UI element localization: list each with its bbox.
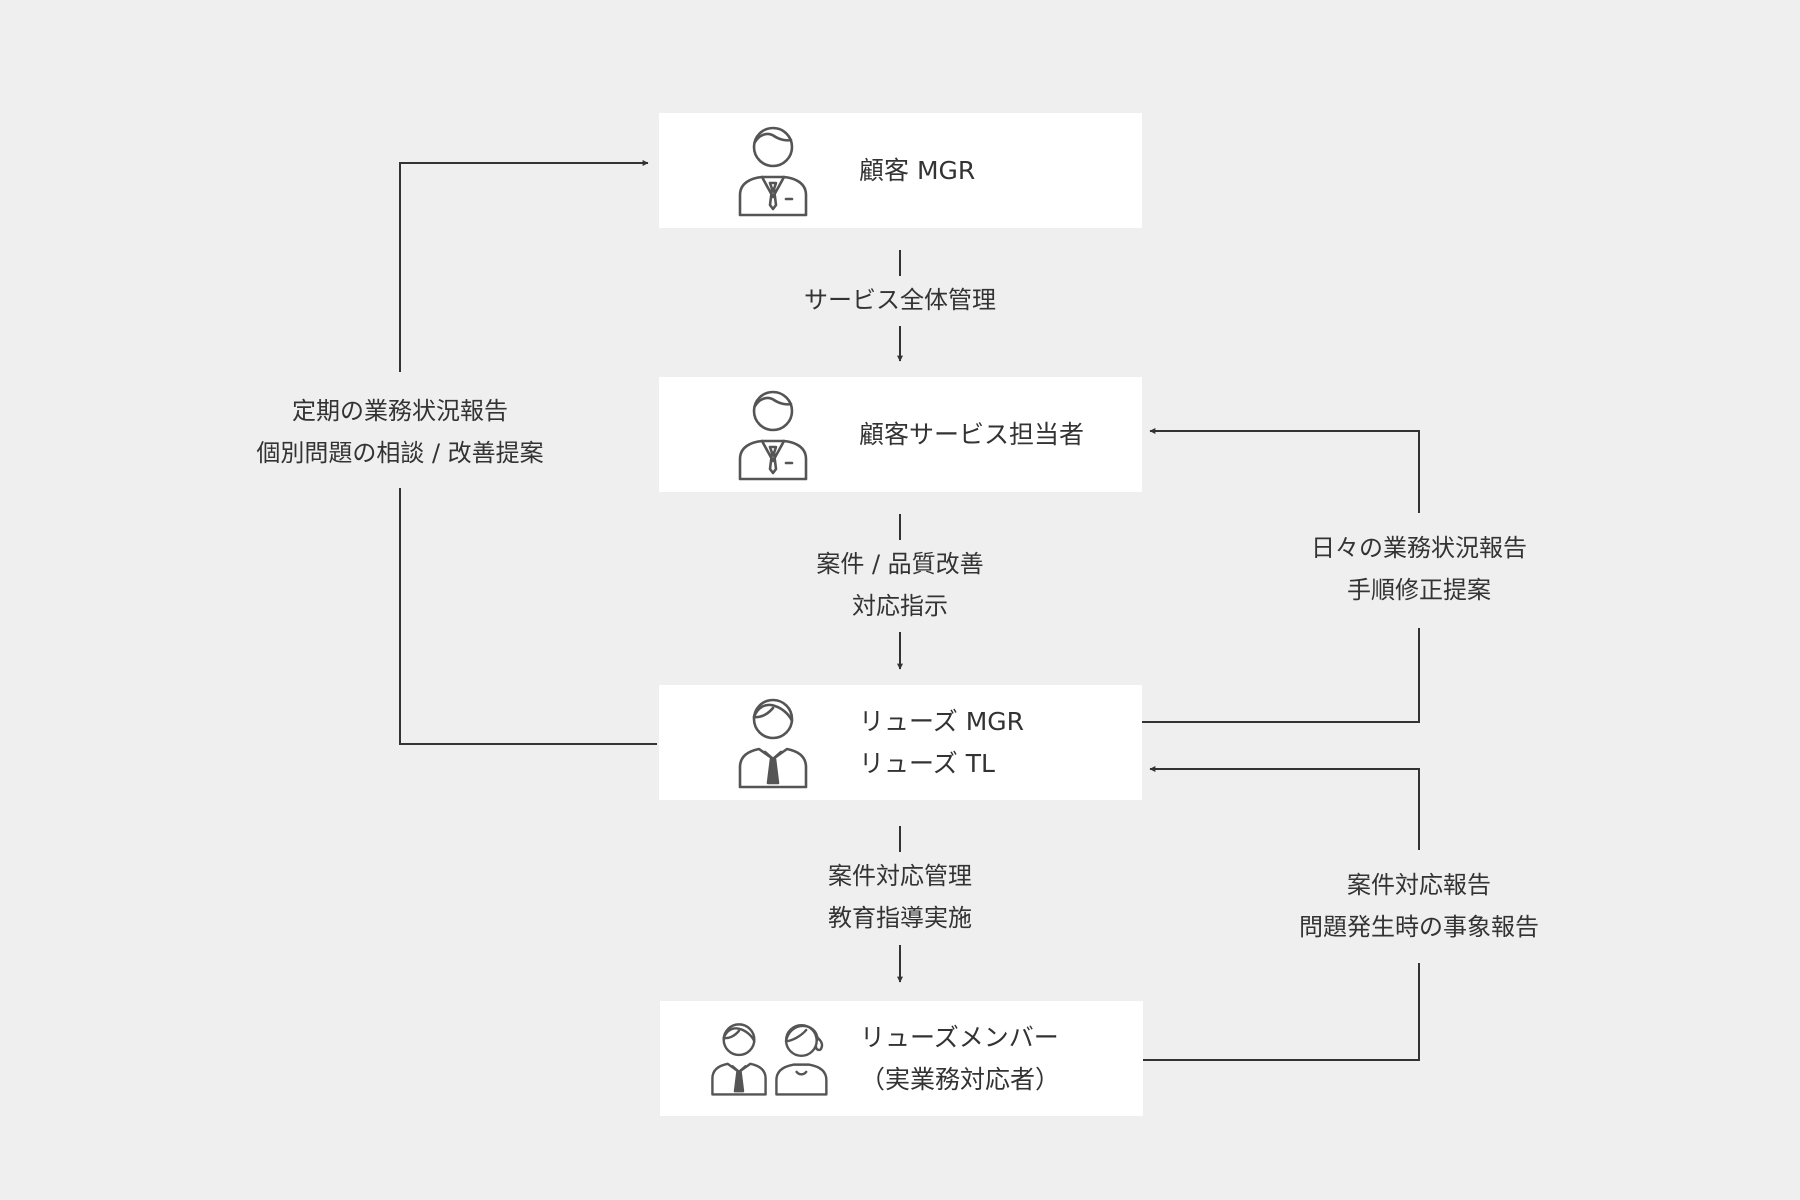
edge-label-line: 案件対応報告 — [1347, 871, 1491, 899]
node-reuse-members-title-1: リューズメンバー — [860, 1022, 1059, 1052]
connector-members-to-lead-lower — [1142, 963, 1420, 1061]
connector-lead-to-mgr-lower — [399, 488, 657, 745]
node-reuse-lead-title-2: リューズ TL — [859, 748, 995, 778]
businessman-icon — [737, 389, 809, 481]
node-reuse-members-title-2: （実業務対応者） — [860, 1064, 1061, 1094]
edge-label-line: 日々の業務状況報告 — [1311, 534, 1527, 562]
connector-lead-to-service-upper — [1149, 428, 1420, 513]
edge-label-line: 定期の業務状況報告 — [292, 397, 508, 425]
male-staff-icon — [710, 1021, 768, 1097]
edge-label-line: 案件 / 品質改善 — [816, 550, 984, 578]
node-label: リューズメンバー （実業務対応者） — [860, 1001, 1060, 1116]
edge-label-mgr-to-service: サービス全体管理 — [750, 279, 1050, 321]
edge-label-line: 対応指示 — [852, 592, 948, 620]
edge-label-line: 問題発生時の事象報告 — [1299, 913, 1539, 941]
connector-lead-to-service-lower — [1142, 628, 1420, 723]
node-label: 顧客 MGR — [859, 113, 975, 228]
node-customer-mgr-title: 顧客 MGR — [859, 155, 976, 185]
staff-person-icon — [737, 697, 809, 789]
female-staff-icon — [774, 1021, 832, 1097]
node-reuse-members: リューズメンバー （実業務対応者） — [660, 1001, 1143, 1116]
edge-label-line: 案件対応管理 — [828, 862, 972, 890]
businessman-icon — [737, 125, 809, 217]
node-label: リューズ MGR リューズ TL — [859, 685, 1024, 800]
edge-label-line: サービス全体管理 — [804, 286, 996, 314]
node-customer-mgr: 顧客 MGR — [659, 113, 1142, 228]
edge-label-lead-to-service: 日々の業務状況報告 手順修正提案 — [1249, 527, 1589, 611]
edge-label-lead-to-mgr: 定期の業務状況報告 個別問題の相談 / 改善提案 — [220, 390, 580, 474]
edge-label-line: 教育指導実施 — [828, 904, 972, 932]
node-reuse-lead: リューズ MGR リューズ TL — [659, 685, 1142, 800]
edge-label-members-to-lead: 案件対応報告 問題発生時の事象報告 — [1249, 864, 1589, 948]
connector-lead-to-mgr-upper — [399, 160, 649, 372]
edge-label-line: 手順修正提案 — [1347, 576, 1491, 604]
node-customer-service-title: 顧客サービス担当者 — [859, 419, 1085, 449]
node-customer-service: 顧客サービス担当者 — [659, 377, 1142, 492]
connector-members-to-lead-upper — [1149, 766, 1420, 850]
edge-label-line: 個別問題の相談 / 改善提案 — [256, 439, 544, 467]
node-reuse-lead-title-1: リューズ MGR — [859, 706, 1025, 736]
edge-label-service-to-lead: 案件 / 品質改善 対応指示 — [750, 543, 1050, 627]
node-label: 顧客サービス担当者 — [859, 377, 1084, 492]
edge-label-lead-to-members: 案件対応管理 教育指導実施 — [750, 855, 1050, 939]
